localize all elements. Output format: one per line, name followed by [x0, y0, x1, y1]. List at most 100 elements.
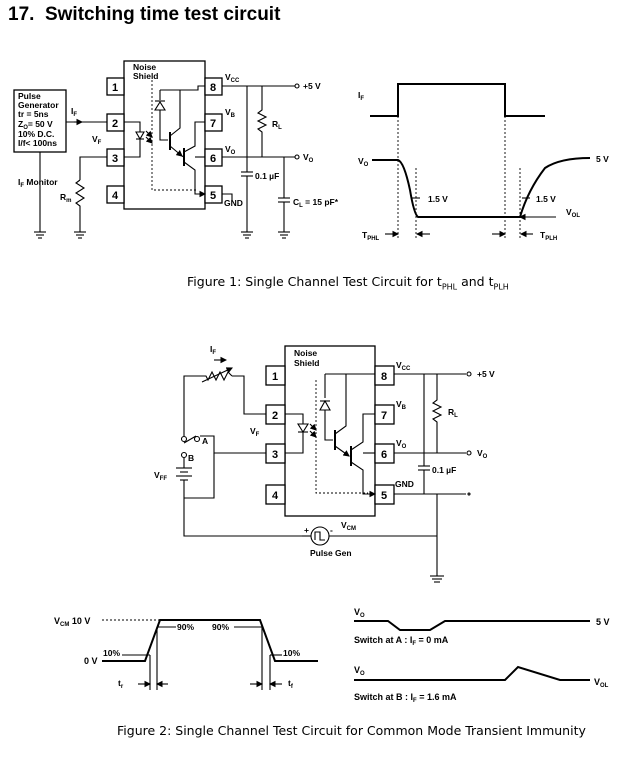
pg-line-5: 10% D.C.: [18, 129, 54, 139]
svg-text:RL: RL: [448, 407, 458, 419]
svg-text:90%: 90%: [177, 622, 194, 632]
svg-text:1.5 V: 1.5 V: [428, 194, 448, 204]
ic1-shield: [151, 80, 198, 191]
svg-text:VB: VB: [225, 107, 236, 119]
svg-text:VF: VF: [92, 134, 102, 146]
svg-text:TPHL: TPHL: [362, 230, 380, 242]
vcm-waveform: VCM 10 V 0 V 10% 90% 90% 10% tr tf: [54, 616, 318, 690]
pg-line-6: I/f< 100ns: [18, 138, 57, 148]
if-pulse: [370, 83, 545, 117]
svg-text:4: 4: [112, 190, 119, 202]
section-number: 17.: [8, 4, 35, 25]
svg-text:+5 V: +5 V: [303, 81, 321, 91]
svg-text:4: 4: [272, 490, 279, 502]
pulse-generator-box: [13, 89, 67, 153]
svg-text:10%: 10%: [103, 648, 120, 658]
svg-text:TPLH: TPLH: [540, 230, 557, 242]
rl-resistor: [256, 86, 268, 157]
figure1-waveform: IF VO 1.5 V 1.5 V 5 V VOL TPHL TPLH: [358, 83, 609, 242]
svg-text:10%: 10%: [283, 648, 300, 658]
svg-text:7: 7: [210, 118, 216, 130]
svg-text:1.5 V: 1.5 V: [536, 194, 556, 204]
svg-text:2: 2: [112, 118, 118, 130]
svg-text:VO: VO: [358, 156, 369, 168]
svg-text:Noise: Noise: [294, 348, 317, 358]
ground-symbol-2: [430, 575, 444, 583]
svg-text:VFF: VFF: [154, 470, 167, 482]
svg-text:Pulse Gen: Pulse Gen: [310, 548, 352, 558]
svg-text:Shield: Shield: [294, 358, 320, 368]
svg-text:5 V: 5 V: [596, 154, 609, 164]
ic2-pin-1: [265, 365, 286, 386]
noise-shield-1a: Noise: [133, 62, 156, 72]
pg-line-3: tr = 5ns: [18, 109, 49, 119]
bypass-capacitor-2: [418, 465, 430, 471]
svg-text:3: 3: [272, 449, 278, 461]
svg-text:Switch at B : IF = 1.6 mA: Switch at B : IF = 1.6 mA: [354, 692, 457, 704]
svg-text:2: 2: [272, 410, 278, 422]
svg-text:-: -: [330, 525, 333, 535]
svg-text:+: +: [304, 525, 309, 535]
noise-shield-1b: Shield: [133, 71, 159, 81]
svg-text:VO: VO: [354, 607, 365, 619]
svg-text:VO: VO: [354, 665, 365, 677]
ic2-led: [297, 423, 309, 434]
ic2-pin-8: [374, 365, 395, 386]
svg-text:VF: VF: [250, 426, 260, 438]
svg-text:VO: VO: [396, 438, 407, 450]
ic1-pin-1: [106, 77, 125, 96]
ic2-pin-4: [265, 484, 286, 505]
svg-text:VCC: VCC: [225, 72, 240, 84]
svg-text:CL = 15 pF*: CL = 15 pF*: [293, 197, 339, 209]
svg-text:VCC: VCC: [396, 360, 411, 372]
ground-symbol: [34, 231, 86, 239]
svg-text:0.1 µF: 0.1 µF: [255, 171, 279, 181]
if-monitor-label: IF Monitor: [18, 177, 58, 189]
svg-text:3: 3: [112, 153, 118, 165]
svg-text:VCM 10 V: VCM 10 V: [54, 616, 90, 628]
section-title: Switching time test circuit: [44, 4, 281, 25]
pg-line-4: ZO= 50 V: [18, 119, 53, 131]
svg-text:IF: IF: [210, 344, 216, 356]
vo-waveform: [372, 157, 591, 218]
svg-text:VB: VB: [396, 399, 407, 411]
svg-text:8: 8: [381, 371, 387, 383]
svg-text:7: 7: [381, 410, 387, 422]
svg-text:0.1 µF: 0.1 µF: [432, 465, 456, 475]
figure2-caption: Figure 2: Single Channel Test Circuit fo…: [117, 723, 586, 738]
output-waveform: VO 5 V Switch at A : IF = 0 mA VO VOL Sw…: [354, 607, 610, 704]
load-capacitor: [278, 197, 290, 203]
ic2-shield: [315, 380, 368, 494]
page-title: 17. Switching time test circuit: [8, 4, 280, 26]
rm-resistor: [74, 179, 86, 232]
svg-text:1: 1: [272, 371, 278, 383]
figure2-circuit: Noise Shield 1 2 3 4 8 7 6 5: [154, 344, 495, 583]
pg-line-2: Generator: [18, 100, 59, 110]
ground-symbol-out: [241, 231, 290, 239]
svg-text:+5 V: +5 V: [477, 369, 495, 379]
ic1-pin-4: [106, 185, 125, 204]
vo-a-waveform: [354, 620, 590, 631]
svg-text:5 V: 5 V: [596, 617, 610, 627]
svg-text:tf: tf: [288, 678, 294, 690]
svg-text:1: 1: [112, 82, 118, 94]
pg-line-1: Pulse: [18, 91, 41, 101]
svg-text:VOL: VOL: [594, 677, 609, 689]
svg-text:VO: VO: [477, 448, 488, 460]
svg-text:RL: RL: [272, 119, 282, 131]
svg-text:5: 5: [210, 190, 216, 202]
vcm-trapezoid: [102, 619, 318, 662]
svg-text:VOL: VOL: [566, 207, 580, 219]
svg-text:6: 6: [381, 449, 387, 461]
figure1-circuit: Pulse Generator tr = 5ns ZO= 50 V 10% D.…: [13, 60, 339, 239]
svg-text:VO: VO: [303, 152, 314, 164]
svg-text:GND: GND: [224, 198, 243, 208]
svg-text:tr: tr: [118, 678, 124, 690]
ic-body-1: [123, 60, 206, 210]
svg-text:8: 8: [210, 82, 216, 94]
bypass-capacitor: [241, 171, 253, 177]
svg-text:6: 6: [210, 153, 216, 165]
svg-text:0 V: 0 V: [84, 656, 98, 666]
switch-b-contact: [180, 451, 188, 459]
